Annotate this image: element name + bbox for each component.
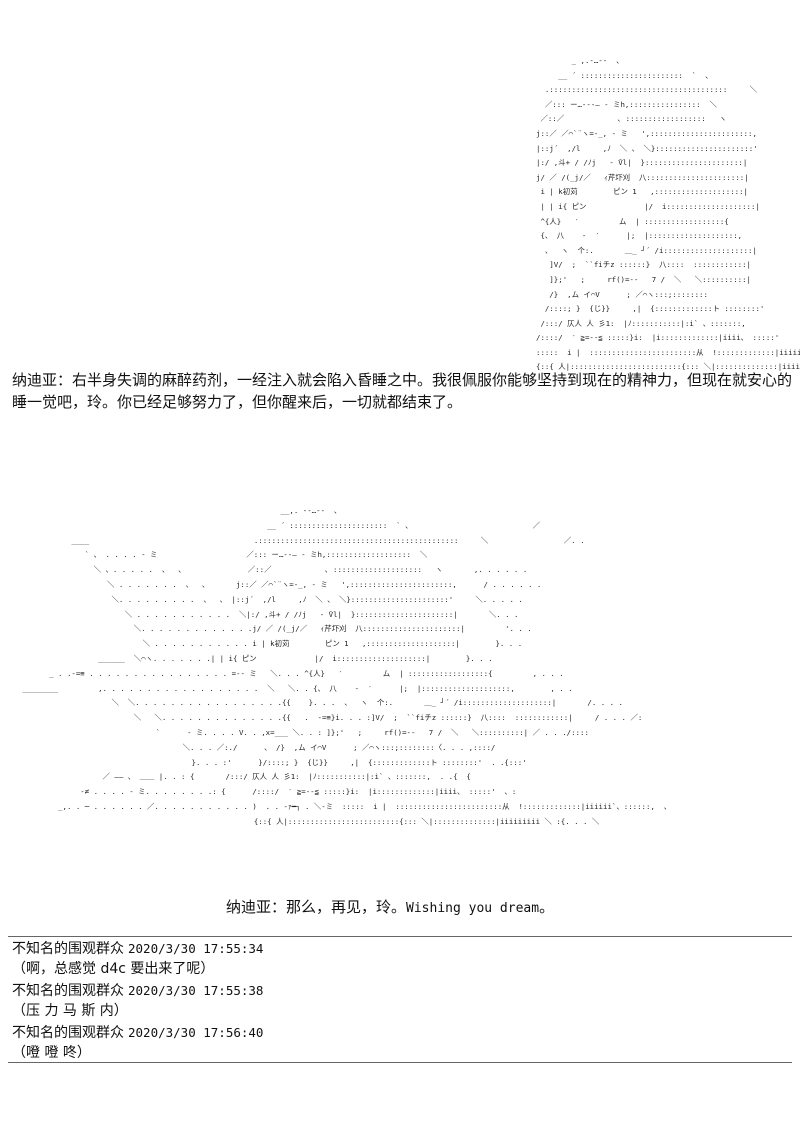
comment-timestamp: 2020/3/30 17:55:38 bbox=[128, 983, 264, 998]
ascii-art-nadia-winged: __,. -‐…‐- 、 __ ´ ::::::::::::::::::::::… bbox=[22, 506, 672, 826]
comment-body: （噔 噔 咚） bbox=[12, 1045, 91, 1061]
dialog-line-nadia-2: 纳迪亚：那么，再见，玲。Wishing you dream。 bbox=[226, 896, 554, 920]
comment-header: 不知名的围观群众 2020/3/30 17:55:38 bbox=[12, 980, 792, 1001]
comment-list: 不知名的围观群众 2020/3/30 17:55:34 （啊，总感觉 d4c 要出… bbox=[12, 938, 792, 1064]
comment-body: （压 力 马 斯 内） bbox=[12, 1003, 128, 1019]
comments-divider-top bbox=[8, 936, 792, 937]
dialog-line-nadia-1: 纳迪亚：右半身失调的麻醉药剂，一经注入就会陷入昏睡之中。我很佩服你能够坚持到现在… bbox=[12, 371, 793, 411]
dialog-line-nadia-2-suffix: 。 bbox=[539, 898, 555, 916]
dialog-line-nadia-2-english: Wishing you dream bbox=[406, 901, 540, 916]
comments-divider-bottom bbox=[8, 1062, 792, 1063]
ascii-art-nadia-portrait: _ ,.-…‐- 、 __ ´ ::::::::::::::::::::::: … bbox=[536, 56, 800, 372]
comment-author: 不知名的围观群众 bbox=[12, 983, 124, 999]
comment-author: 不知名的围观群众 bbox=[12, 1025, 124, 1041]
comment-item: 不知名的围观群众 2020/3/30 17:55:34 （啊，总感觉 d4c 要出… bbox=[12, 938, 792, 980]
dialog-line-nadia-2-chinese: 纳迪亚：那么，再见，玲。 bbox=[226, 898, 407, 916]
comment-item: 不知名的围观群众 2020/3/30 17:55:38 （压 力 马 斯 内） bbox=[12, 980, 792, 1022]
comment-header: 不知名的围观群众 2020/3/30 17:56:40 bbox=[12, 1022, 792, 1043]
comment-author: 不知名的围观群众 bbox=[12, 941, 124, 957]
comment-timestamp: 2020/3/30 17:55:34 bbox=[128, 941, 264, 956]
comment-header: 不知名的围观群众 2020/3/30 17:55:34 bbox=[12, 938, 792, 959]
comment-item: 不知名的围观群众 2020/3/30 17:56:40 （噔 噔 咚） bbox=[12, 1022, 792, 1064]
comment-body: （啊，总感觉 d4c 要出来了呢） bbox=[12, 961, 215, 977]
comment-timestamp: 2020/3/30 17:56:40 bbox=[128, 1025, 264, 1040]
